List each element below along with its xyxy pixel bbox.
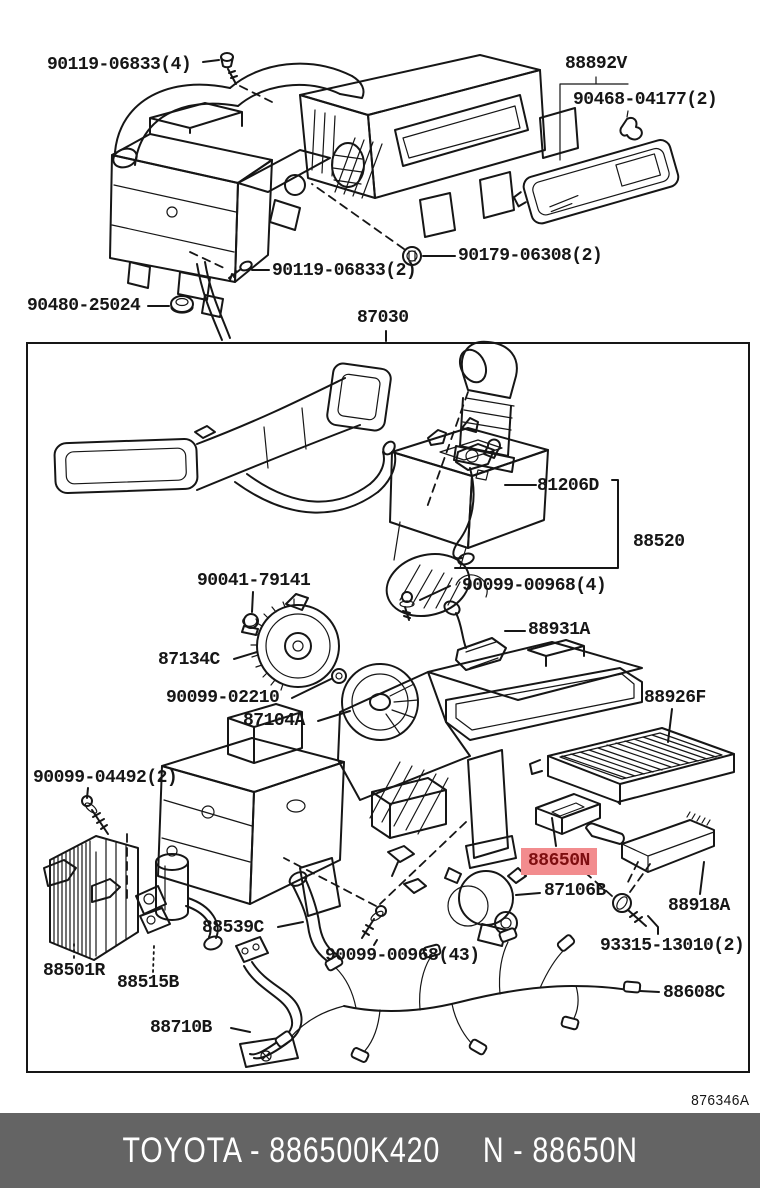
- heater-unit-drawing: [43, 639, 643, 917]
- part-label-90099-00968-4[interactable]: 90099-00968(4): [462, 576, 607, 596]
- sensor-88931a-drawing: [443, 600, 507, 671]
- part-label-90119-06833-2[interactable]: 90119-06833(2): [272, 261, 417, 281]
- drain-hose-88539c-drawing: [288, 871, 338, 963]
- part-88650n-drawing: [535, 793, 625, 845]
- nut-icon-02210: [331, 668, 347, 684]
- part-label-90179-06308[interactable]: 90179-06308(2): [458, 246, 603, 266]
- bolt-icon-90119-2: [189, 251, 270, 281]
- ambient-sensor-81206d-drawing: [452, 438, 501, 566]
- part-label-87134c[interactable]: 87134C: [158, 650, 220, 670]
- nut-icon-90179: [311, 183, 456, 266]
- grommet-icon-90480: [147, 295, 194, 314]
- part-label-93315-13010[interactable]: 93315-13010(2): [600, 936, 745, 956]
- leader-lines: [230, 479, 705, 1033]
- control-panel-drawing: [512, 76, 680, 225]
- defroster-duct-drawing: [53, 362, 397, 514]
- part-label-87104a[interactable]: 87104A: [243, 711, 305, 731]
- part-label-90099-00968-43[interactable]: 90099-00968(43): [325, 946, 480, 966]
- footer-catalog-number: TOYOTA - 886500K420: [122, 1130, 441, 1170]
- part-label-90099-04492[interactable]: 90099-04492(2): [33, 768, 178, 788]
- evaporator-88501r-drawing: [49, 833, 139, 961]
- wire-harness-88608c-drawing: [274, 927, 642, 1063]
- blower-fan-87134c-drawing: [250, 593, 340, 691]
- footer-bar: TOYOTA - 886500K420 N - 88650N: [0, 1113, 760, 1188]
- part-label-90119-06833-4[interactable]: 90119-06833(4): [47, 55, 192, 75]
- bolt-icon-93315: [563, 853, 659, 935]
- part-label-88892v[interactable]: 88892V: [565, 54, 627, 74]
- bolt-icon-90119-4: [202, 52, 273, 103]
- part-label-88520[interactable]: 88520: [633, 532, 685, 552]
- part-label-90480-25024[interactable]: 90480-25024: [27, 296, 141, 316]
- part-label-88501r[interactable]: 88501R: [43, 961, 105, 981]
- upper-assembly-drawing: [109, 54, 579, 341]
- servo-motor-87106b-drawing: [444, 867, 527, 947]
- nut-icon-90041: [241, 613, 259, 636]
- screw-icon-00968-43: [283, 857, 387, 946]
- part-label-90468-04177[interactable]: 90468-04177(2): [573, 90, 718, 110]
- part-label-88650n-highlighted[interactable]: 88650N: [521, 848, 597, 875]
- screw-icon-00968-4: [399, 591, 415, 621]
- diagram-frame: [26, 342, 750, 1073]
- part-label-88931a[interactable]: 88931A: [528, 620, 590, 640]
- part-label-87030[interactable]: 87030: [357, 308, 409, 328]
- diagram-code: 876346A: [691, 1092, 750, 1109]
- clip-icon-90468: [619, 110, 643, 141]
- expansion-valve-88515b-drawing: [135, 845, 223, 973]
- part-label-90099-02210[interactable]: 90099-02210: [166, 688, 280, 708]
- amplifier-88918a-drawing: [621, 811, 715, 887]
- bracket-88892v: [559, 76, 629, 161]
- part-label-88515b[interactable]: 88515B: [117, 973, 179, 993]
- fan-scroll-87104a-drawing: [341, 663, 419, 741]
- part-label-88710b[interactable]: 88710B: [150, 1018, 212, 1038]
- screw-icon-04492: [81, 787, 109, 835]
- part-label-88926f[interactable]: 88926F: [644, 688, 706, 708]
- part-label-87106b[interactable]: 87106B: [544, 881, 606, 901]
- heater-pipes-88710b-drawing: [235, 936, 303, 1068]
- air-filter-88926f-drawing: [529, 727, 735, 805]
- part-label-81206d[interactable]: 81206D: [537, 476, 599, 496]
- footer-part-number: N - 88650N: [482, 1130, 638, 1170]
- part-label-88608c[interactable]: 88608C: [663, 983, 725, 1003]
- part-label-88539c[interactable]: 88539C: [202, 918, 264, 938]
- part-label-88918a[interactable]: 88918A: [668, 896, 730, 916]
- part-label-90041-79141[interactable]: 90041-79141: [197, 571, 311, 591]
